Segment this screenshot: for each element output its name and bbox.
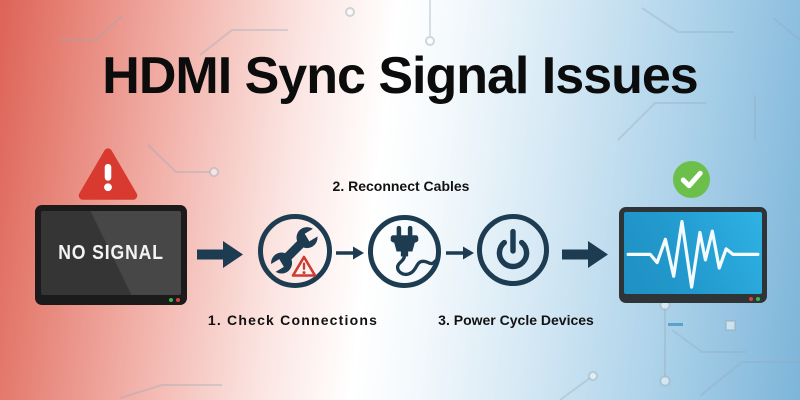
warning-triangle-icon (78, 148, 138, 200)
mini-warning-triangle-icon (291, 255, 317, 277)
signal-restored-monitor (619, 207, 767, 303)
wrench-warning-icon (271, 227, 318, 277)
arrow-right-icon (446, 246, 474, 260)
step-power-cycle (477, 214, 549, 286)
power-icon (496, 228, 530, 270)
step-label-check-connections: 1. Check Connections (207, 312, 379, 328)
power-led-green (169, 298, 173, 302)
step-label-reconnect-cables: 2. Reconnect Cables (332, 178, 470, 194)
monitor-indicator-lights (749, 297, 760, 301)
step-reconnect-cables (368, 215, 441, 288)
step-check-connections (258, 214, 332, 288)
check-circle-icon (672, 160, 711, 199)
signal-screen (624, 212, 762, 294)
arrow-right-icon (197, 241, 243, 268)
arrow-right-icon (562, 241, 608, 268)
status-led-red (176, 298, 180, 302)
plug-icon (390, 225, 438, 276)
step-label-power-cycle-devices: 3. Power Cycle Devices (438, 312, 594, 328)
no-signal-text: NO SIGNAL (58, 241, 164, 264)
no-signal-monitor: NO SIGNAL (35, 205, 187, 305)
signal-waveform-icon (624, 212, 762, 294)
page-title: HDMI Sync Signal Issues (102, 47, 698, 105)
no-signal-screen: NO SIGNAL (41, 211, 181, 295)
monitor-indicator-lights (169, 298, 180, 302)
status-led-red (749, 297, 753, 301)
power-led-green (756, 297, 760, 301)
arrow-right-icon (336, 246, 364, 260)
